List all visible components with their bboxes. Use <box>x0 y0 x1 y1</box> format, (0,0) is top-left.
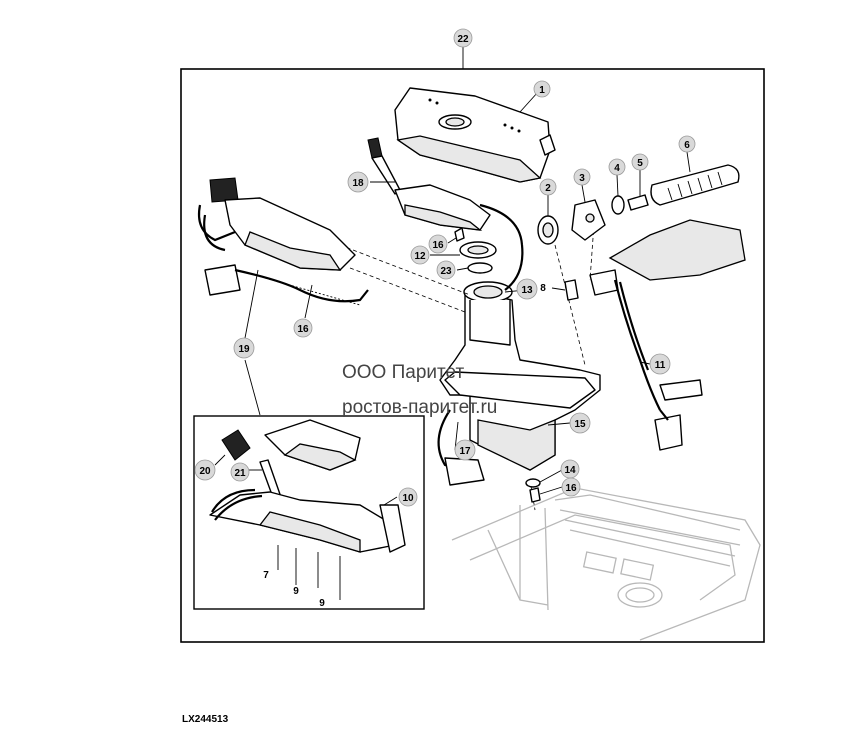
part-11-wiper-switch <box>589 219 746 451</box>
svg-text:17: 17 <box>459 446 471 457</box>
part-18-lever <box>367 137 524 291</box>
svg-text:1: 1 <box>539 85 545 96</box>
callout-12: 12 <box>410 245 430 265</box>
parts-2-6-knob-assembly <box>537 151 740 245</box>
callout-9-a: 9 <box>293 586 299 597</box>
left-switch-housing <box>197 177 369 416</box>
main-frame <box>180 68 765 643</box>
svg-text:5: 5 <box>637 158 643 169</box>
steering-column <box>439 281 601 471</box>
callout-16-lower: 16 <box>561 477 581 497</box>
svg-text:16: 16 <box>432 240 444 251</box>
align-dash-3 <box>554 244 586 366</box>
svg-text:12: 12 <box>414 251 426 262</box>
inset-frame <box>193 415 425 610</box>
svg-text:4: 4 <box>614 163 620 174</box>
inset-detail <box>209 419 406 600</box>
callout-17: 17 <box>454 439 476 461</box>
svg-text:16: 16 <box>297 324 309 335</box>
callout-4: 4 <box>608 158 626 176</box>
watermark-line-1: ООО Паритет <box>342 362 464 383</box>
callout-1: 1 <box>533 80 551 98</box>
callout-16-upper: 16 <box>428 234 448 254</box>
svg-text:16: 16 <box>565 483 577 494</box>
callout-21: 21 <box>230 462 250 482</box>
align-dash-4 <box>589 209 596 281</box>
svg-text:22: 22 <box>457 34 469 45</box>
watermark-line-2: ростов-паритет.ru <box>342 397 497 418</box>
callout-6: 6 <box>678 135 696 153</box>
svg-text:8: 8 <box>540 283 546 294</box>
svg-text:9: 9 <box>293 586 299 597</box>
svg-text:3: 3 <box>579 173 585 184</box>
dashboard-ghost <box>451 487 761 641</box>
svg-text:23: 23 <box>440 266 452 277</box>
svg-text:15: 15 <box>574 419 586 430</box>
svg-text:6: 6 <box>684 140 690 151</box>
callout-11: 11 <box>649 353 671 375</box>
callout-15: 15 <box>569 412 591 434</box>
callout-8: 8 <box>540 283 546 294</box>
callout-20: 20 <box>194 459 216 481</box>
svg-text:11: 11 <box>655 360 666 371</box>
callout-2: 2 <box>539 178 557 196</box>
document-id: LX244513 <box>182 714 229 725</box>
svg-text:14: 14 <box>564 465 576 476</box>
leader-8 <box>551 287 566 291</box>
svg-text:20: 20 <box>199 466 211 477</box>
parts-12-23-collar <box>430 227 497 274</box>
callout-18: 18 <box>347 171 369 193</box>
svg-text:19: 19 <box>238 344 250 355</box>
callout-23: 23 <box>436 260 456 280</box>
svg-text:13: 13 <box>521 285 533 296</box>
callout-13: 13 <box>516 278 538 300</box>
callout-19: 19 <box>233 337 255 359</box>
svg-text:10: 10 <box>402 493 414 504</box>
callout-10: 10 <box>398 487 418 507</box>
svg-text:9: 9 <box>319 598 325 609</box>
callout-7: 7 <box>263 570 269 581</box>
callout-3: 3 <box>573 168 591 186</box>
callout-9-b: 9 <box>319 598 325 609</box>
callout-16-left: 16 <box>293 318 313 338</box>
align-dash-1 <box>339 244 471 296</box>
callout-14: 14 <box>560 459 580 479</box>
svg-text:21: 21 <box>234 468 246 479</box>
callout-22: 22 <box>453 28 473 48</box>
part-1-cover <box>394 87 556 183</box>
svg-text:2: 2 <box>545 183 551 194</box>
svg-text:18: 18 <box>352 178 364 189</box>
part-8-clip <box>564 279 579 301</box>
svg-text:7: 7 <box>263 570 269 581</box>
callout-5: 5 <box>631 153 649 171</box>
